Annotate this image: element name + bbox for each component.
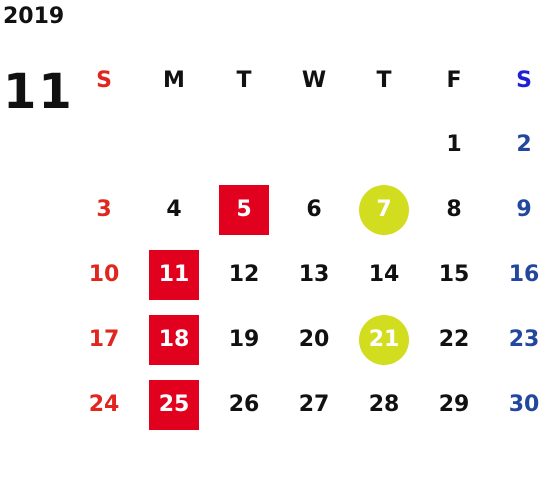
weekday-saturday: S [516,67,532,93]
day-number: 22 [438,327,470,352]
weekday-wednesday: W [301,67,327,93]
day-number: 21 [359,314,409,365]
day-number: 1 [446,132,462,157]
day-number: 12 [228,262,260,287]
day-cell[interactable]: 1 [419,119,489,171]
weekday-header: S M T W T F S [69,48,548,112]
day-number: 20 [298,327,330,352]
day-cell[interactable]: 14 [349,249,419,301]
day-cell[interactable]: 21 [349,314,419,366]
week-row: 10 11 12 13 14 15 16 [69,242,548,307]
day-number: 27 [298,392,330,417]
day-cell[interactable]: 22 [419,314,489,366]
day-number: 23 [508,327,540,352]
day-cell[interactable]: 19 [209,314,279,366]
weekday-thursday: T [376,67,392,93]
day-cell[interactable]: 9 [489,184,548,236]
day-cell[interactable]: 24 [69,379,139,431]
day-cell[interactable]: 10 [69,249,139,301]
weekday-sunday: S [96,67,112,93]
day-cell[interactable]: 5 [209,184,279,236]
day-number: 18 [149,314,199,365]
day-number: 4 [166,197,182,222]
day-number: 10 [88,262,120,287]
day-number: 5 [219,184,269,235]
week-row: 3 4 5 6 7 8 9 [69,177,548,242]
day-cell[interactable]: 23 [489,314,548,366]
year-label: 2019 [3,4,65,29]
day-cell[interactable]: 6 [279,184,349,236]
day-number: 29 [438,392,470,417]
day-cell[interactable]: 2 [489,119,548,171]
day-cell[interactable]: 13 [279,249,349,301]
day-cell[interactable]: 26 [209,379,279,431]
day-number: 26 [228,392,260,417]
day-cell[interactable]: 15 [419,249,489,301]
day-cell[interactable]: 7 [349,184,419,236]
day-cell[interactable]: 20 [279,314,349,366]
day-cell[interactable]: 16 [489,249,548,301]
weekday-tuesday: T [236,67,252,93]
day-cell[interactable]: 12 [209,249,279,301]
week-row: 17 18 19 20 21 22 23 [69,307,548,372]
day-cell[interactable]: 28 [349,379,419,431]
day-number: 14 [368,262,400,287]
week-row: 24 25 26 27 28 29 30 [69,372,548,437]
day-number: 11 [149,249,199,300]
day-number: 13 [298,262,330,287]
day-cell[interactable]: 29 [419,379,489,431]
day-cell[interactable]: 18 [139,314,209,366]
day-number: 7 [359,184,409,235]
day-cell[interactable]: 8 [419,184,489,236]
month-label: 11 [3,64,74,120]
day-cell[interactable]: 11 [139,249,209,301]
day-number: 19 [228,327,260,352]
day-cell[interactable]: 25 [139,379,209,431]
weekday-monday: M [163,67,185,93]
day-number: 3 [96,197,112,222]
day-number: 16 [508,262,540,287]
weekday-friday: F [446,67,462,93]
day-number: 17 [88,327,120,352]
day-cell[interactable]: 17 [69,314,139,366]
day-number: 24 [88,392,120,417]
day-number: 9 [516,197,532,222]
day-number: 15 [438,262,470,287]
day-number: 2 [516,132,532,157]
day-cell[interactable]: 27 [279,379,349,431]
day-number: 30 [508,392,540,417]
day-cell[interactable]: 3 [69,184,139,236]
day-cell[interactable]: 4 [139,184,209,236]
day-cell[interactable]: 30 [489,379,548,431]
day-number: 6 [306,197,322,222]
day-number: 25 [149,379,199,430]
day-number: 28 [368,392,400,417]
day-number: 8 [446,197,462,222]
